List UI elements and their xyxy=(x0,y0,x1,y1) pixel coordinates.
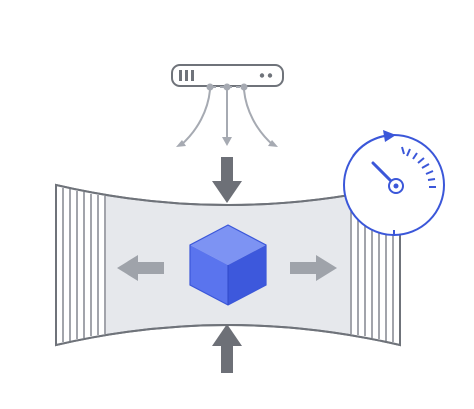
network-fanout xyxy=(176,83,278,147)
arrow-down-icon xyxy=(212,157,242,203)
arrow-left-icon xyxy=(117,255,164,281)
arrow-up-icon xyxy=(212,324,242,373)
speedometer-icon xyxy=(343,130,445,236)
arrow-right-icon xyxy=(290,255,337,281)
cube-icon xyxy=(189,224,267,306)
server-rack-icon xyxy=(171,64,284,87)
